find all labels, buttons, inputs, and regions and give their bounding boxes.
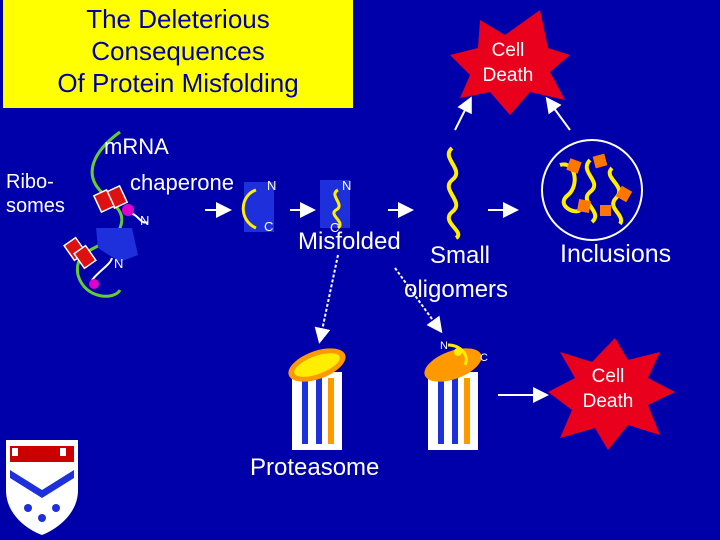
n-terminus-label-1: N (140, 213, 149, 228)
ribosomes-label-line-2: somes (6, 194, 65, 218)
cell-death-right-line-1: Cell (568, 364, 648, 389)
misfolded-label: Misfolded (298, 228, 401, 256)
proteasome-label: Proteasome (250, 454, 379, 482)
mrna-label: mRNA (104, 134, 169, 160)
oligomers-label: oligomers (404, 276, 508, 304)
cell-death-right-text: Cell Death (568, 364, 648, 414)
chain-bead-1 (122, 204, 134, 216)
penn-shield-logo (6, 440, 78, 535)
arrow-oligomer-to-death (455, 100, 470, 130)
cell-death-top-line-1: Cell (468, 38, 548, 63)
cell-death-top-line-2: Death (468, 63, 548, 88)
arrow-inclusion-to-death (548, 100, 570, 130)
ribosomes-label-line-1: Ribo- (6, 170, 65, 194)
ribosomes-label: Ribo- somes (6, 170, 65, 218)
cell-death-top-text: Cell Death (468, 38, 548, 88)
oligomer-squiggle (449, 148, 459, 238)
proteasome-1 (284, 342, 350, 450)
cell-death-right-line-2: Death (568, 389, 648, 414)
n-terminus-label-4: N (342, 178, 351, 193)
n-terminus-label-5: N (440, 340, 448, 352)
inclusion-cluster (542, 140, 642, 240)
n-terminus-label-2: N (114, 256, 123, 271)
small-label: Small (430, 242, 490, 270)
c-terminus-label-5: C (480, 352, 488, 364)
arrow-to-proteasome-1 (320, 255, 338, 340)
ribosome-icon-2 (64, 238, 96, 269)
chaperone-label: chaperone (130, 170, 234, 196)
proteasome-2 (420, 342, 486, 450)
inclusions-label: Inclusions (560, 240, 671, 269)
n-terminus-label-3: N (267, 178, 276, 193)
chain-bead-2 (89, 279, 99, 289)
c-terminus-label-1: C (264, 219, 273, 234)
